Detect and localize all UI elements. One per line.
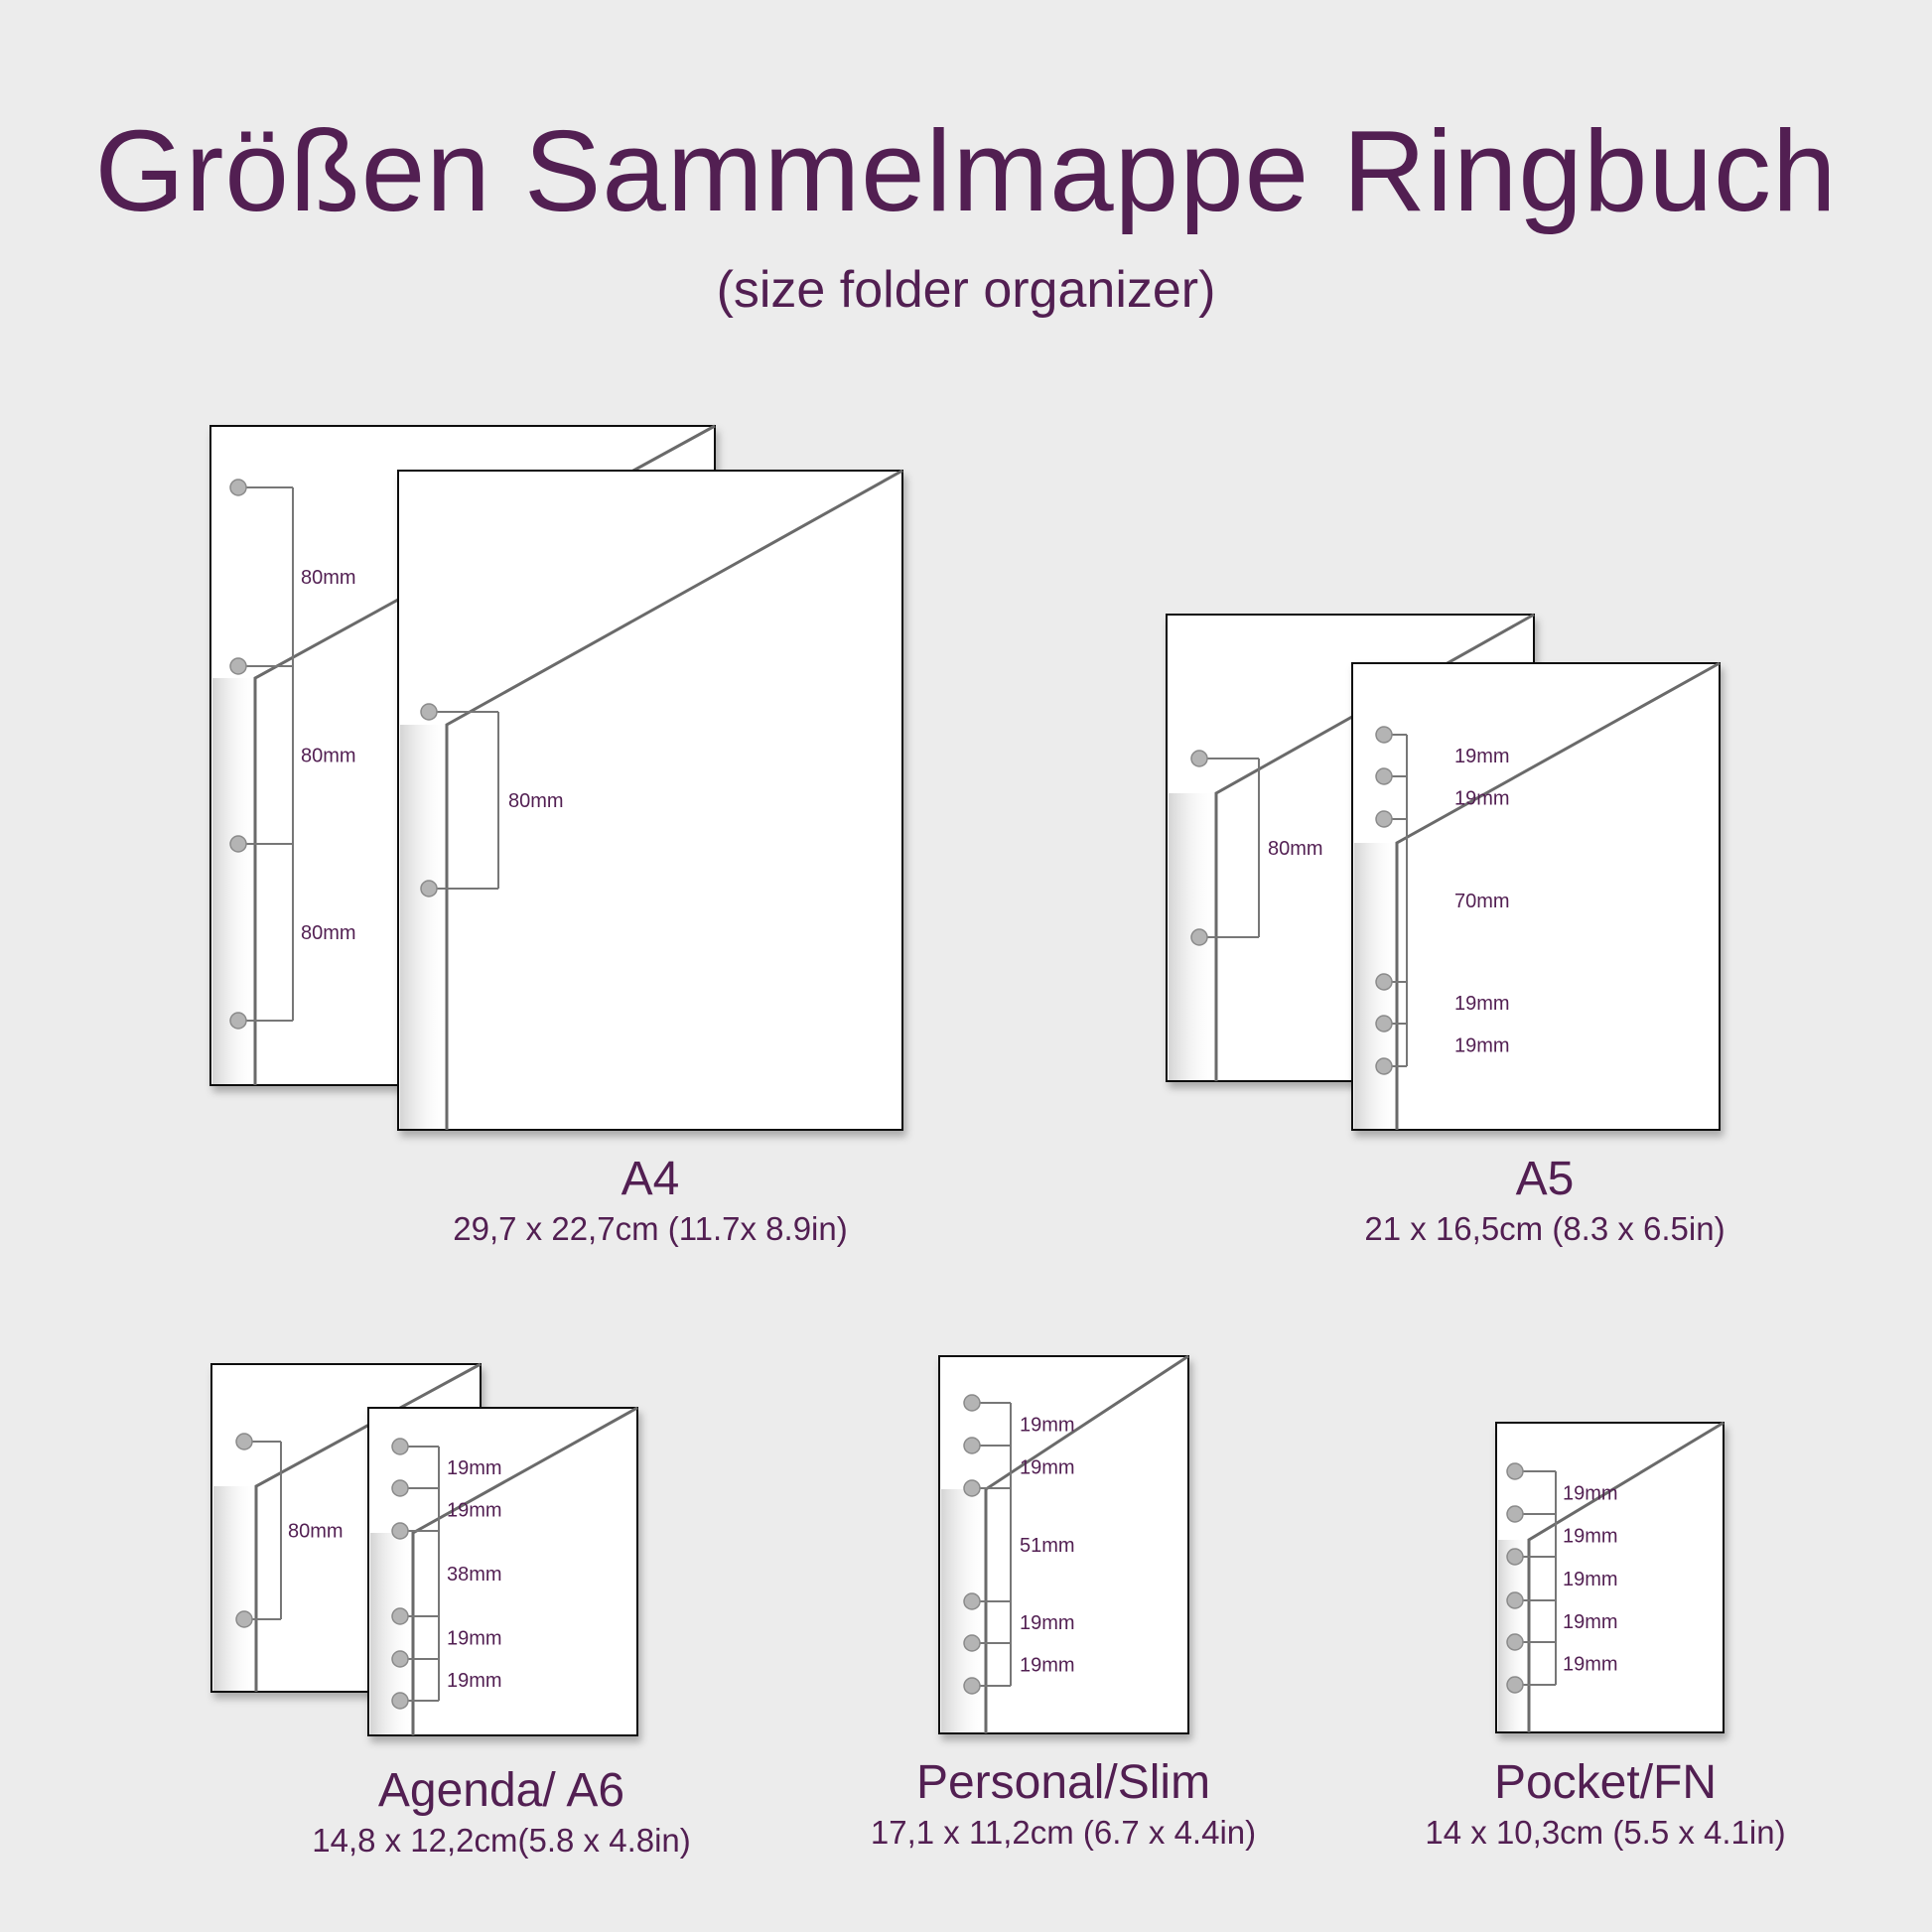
ring-hole [229, 479, 247, 496]
ring-hole [420, 703, 438, 721]
size-dimensions-agenda-a6: 14,8 x 12,2cm(5.8 x 4.8in) [312, 1822, 691, 1859]
hole-spacing-label: 19mm [1563, 1526, 1618, 1548]
holes-agenda-back: 80mm [235, 1433, 344, 1628]
size-name-personal-slim: Personal/Slim [915, 1756, 1211, 1809]
hole-spacing-label: 19mm [1563, 1611, 1618, 1633]
size-dimensions-pocket-fn: 14 x 10,3cm (5.5 x 4.1in) [1425, 1814, 1786, 1851]
page-subtitle: (size folder organizer) [716, 261, 1216, 319]
ring-hole [235, 1433, 253, 1450]
ring-hole [391, 1692, 409, 1710]
ring-hole [963, 1479, 981, 1497]
holes-pocket: 19mm 19mm 19mm 19mm 19mm [1506, 1462, 1618, 1694]
hole-spacing-label: 19mm [1020, 1612, 1075, 1634]
sheet-personal [938, 1354, 1189, 1734]
ring-hole [1375, 1057, 1393, 1075]
holes-a4-front: 80mm [420, 703, 564, 897]
ring-hole [1375, 810, 1393, 828]
ring-hole [391, 1607, 409, 1625]
hole-spacing-label: 80mm [301, 567, 356, 589]
hole-spacing-label: 19mm [1454, 1035, 1510, 1057]
hole-spacing-label: 51mm [1020, 1535, 1075, 1557]
ring-hole [963, 1634, 981, 1652]
hole-spacing-label: 19mm [447, 1500, 502, 1522]
size-name-agenda-a6: Agenda/ A6 [377, 1764, 625, 1817]
holes-agenda-front: 19mm 19mm 38mm 19mm 19mm [391, 1438, 502, 1710]
ring-hole [1506, 1676, 1524, 1694]
sheet-a4-front [397, 469, 903, 1131]
holes-personal: 19mm 19mm 51mm 19mm 19mm [963, 1394, 1075, 1695]
caption-a4: A4 29,7 x 22,7cm (11.7x 8.9in) [352, 1152, 948, 1249]
ring-hole [963, 1592, 981, 1610]
hole-spacing-label: 38mm [447, 1564, 502, 1586]
hole-spacing-label: 80mm [1268, 838, 1323, 860]
hole-spacing-label: 19mm [447, 1457, 502, 1479]
hole-spacing-label: 19mm [1020, 1655, 1075, 1677]
ring-hole [1190, 750, 1208, 767]
ring-hole [229, 657, 247, 675]
ring-hole [229, 835, 247, 853]
hole-spacing-label: 19mm [1563, 1483, 1618, 1505]
caption-personal-slim: Personal/Slim 17,1 x 11,2cm (6.7 x 4.4in… [765, 1755, 1361, 1853]
ring-hole [420, 880, 438, 897]
hole-spacing-label: 70mm [1454, 891, 1510, 912]
holes-a5-back: 80mm [1190, 750, 1323, 946]
sheet-a5-front [1351, 661, 1721, 1131]
ring-hole [963, 1437, 981, 1454]
size-dimensions-a5: 21 x 16,5cm (8.3 x 6.5in) [1364, 1210, 1725, 1247]
size-name-pocket-fn: Pocket/FN [1493, 1756, 1718, 1809]
hole-spacing-label: 80mm [301, 922, 356, 944]
hole-spacing-label: 80mm [301, 746, 356, 767]
caption-pocket-fn: Pocket/FN 14 x 10,3cm (5.5 x 4.1in) [1308, 1755, 1903, 1853]
hole-spacing-label: 19mm [1563, 1569, 1618, 1590]
ring-hole [391, 1522, 409, 1540]
hole-spacing-label: 19mm [1454, 993, 1510, 1015]
size-dimensions-personal-slim: 17,1 x 11,2cm (6.7 x 4.4in) [870, 1814, 1257, 1851]
ring-hole [1506, 1505, 1524, 1523]
size-name-a4: A4 [621, 1153, 680, 1205]
ring-hole [1190, 928, 1208, 946]
caption-agenda-a6: Agenda/ A6 14,8 x 12,2cm(5.8 x 4.8in) [204, 1763, 799, 1861]
ring-hole [963, 1677, 981, 1695]
hole-spacing-label: 80mm [508, 790, 564, 812]
hole-spacing-label: 19mm [447, 1670, 502, 1692]
hole-spacing-label: 19mm [1454, 746, 1510, 767]
hole-spacing-label: 19mm [1454, 788, 1510, 810]
ring-hole [963, 1394, 981, 1412]
hole-spacing-label: 19mm [1020, 1415, 1075, 1437]
ring-hole [1375, 1015, 1393, 1033]
hole-spacing-label: 19mm [1020, 1457, 1075, 1479]
size-dimensions-a4: 29,7 x 22,7cm (11.7x 8.9in) [453, 1210, 848, 1247]
sheet-agenda-front [367, 1406, 638, 1736]
ring-hole [391, 1479, 409, 1497]
holes-a4-back: 80mm 80mm 80mm [229, 479, 356, 1030]
page-title: Größen Sammelmappe Ringbuch [94, 106, 1838, 235]
ring-hole [1506, 1591, 1524, 1609]
holes-a5-front: 19mm 19mm 70mm 19mm 19mm [1375, 726, 1510, 1075]
ring-hole [1506, 1462, 1524, 1480]
ring-hole [391, 1438, 409, 1455]
caption-a5: A5 21 x 16,5cm (8.3 x 6.5in) [1247, 1152, 1843, 1249]
ring-hole [1375, 726, 1393, 744]
hole-spacing-label: 19mm [1563, 1654, 1618, 1676]
size-name-a5: A5 [1515, 1153, 1575, 1205]
hole-spacing-label: 19mm [447, 1628, 502, 1650]
ring-hole [235, 1610, 253, 1628]
ring-hole [1375, 973, 1393, 991]
ring-hole [1506, 1633, 1524, 1651]
ring-hole [391, 1650, 409, 1668]
ring-hole [229, 1012, 247, 1030]
hole-spacing-label: 80mm [288, 1521, 344, 1543]
ring-hole [1506, 1548, 1524, 1566]
ring-hole [1375, 767, 1393, 785]
